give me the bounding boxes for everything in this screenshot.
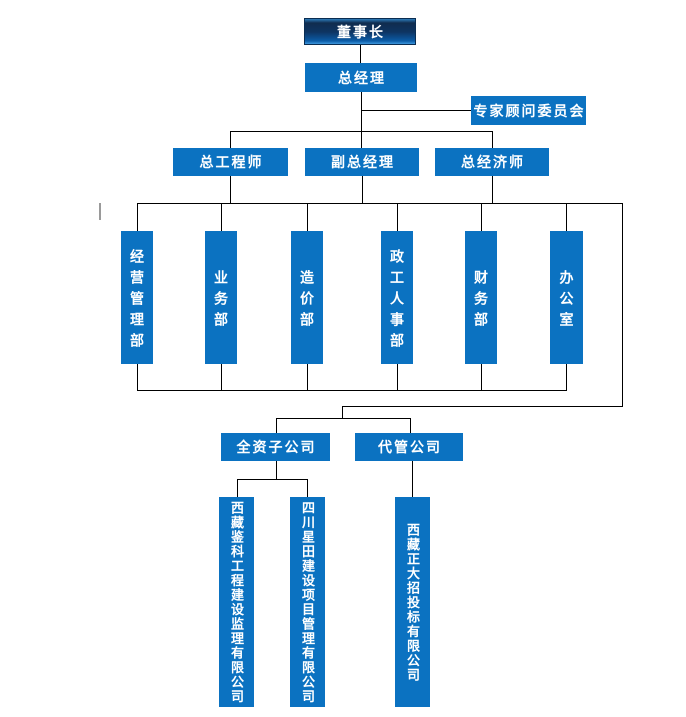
connector-line (276, 461, 277, 479)
org-node-managed-companies-group: 代管公司 (355, 433, 463, 461)
connector-line (361, 110, 471, 111)
group-label: 代管公司 (378, 439, 442, 455)
connector-line (361, 92, 362, 148)
connector-line (342, 406, 343, 418)
group-label: 全资子公司 (236, 439, 317, 455)
general-manager-label: 总经理 (338, 69, 386, 86)
connector-line (137, 390, 567, 391)
connector-line (342, 406, 623, 407)
org-node-dept-business: 业务部 (205, 231, 237, 364)
dept-label: 财务部 (473, 269, 489, 333)
org-node-company-sichuan-xingtian: 四川星田建设项目管理有限公司 (290, 497, 325, 707)
connector-line (360, 45, 361, 63)
connector-line (622, 203, 623, 407)
stray-mark (99, 203, 101, 220)
org-node-dept-operations-management: 经营管理部 (121, 231, 153, 364)
org-node-wholly-owned-subsidiaries-group: 全资子公司 (221, 433, 330, 461)
connector-line (412, 461, 413, 497)
connector-line (230, 131, 231, 148)
connector-line (230, 176, 231, 203)
org-node-chief-engineer: 总工程师 (173, 148, 288, 176)
connector-line (237, 479, 308, 480)
connector-line (307, 203, 308, 231)
org-node-company-tibet-jianke: 西藏鉴科工程建设监理有限公司 (219, 497, 254, 707)
connector-line (566, 364, 567, 390)
connector-line (137, 203, 623, 204)
connector-line (307, 479, 308, 497)
deputy-general-manager-label: 副总经理 (331, 154, 395, 170)
org-node-expert-committee: 专家顾问委员会 (471, 96, 586, 125)
connector-line (362, 176, 363, 203)
chief-economist-label: 总经济师 (461, 154, 525, 170)
expert-committee-label: 专家顾问委员会 (473, 102, 586, 119)
connector-line (410, 418, 411, 433)
connector-line (397, 203, 398, 231)
dept-label: 办公室 (558, 269, 575, 333)
org-node-company-tibet-zhengda: 西藏正大招投标有限公司 (395, 497, 430, 707)
connector-line (566, 203, 567, 231)
org-node-chief-economist: 总经济师 (435, 148, 549, 176)
connector-line (237, 479, 238, 497)
connector-line (221, 203, 222, 231)
dept-label: 政工人事部 (389, 248, 405, 354)
connector-line (276, 418, 411, 419)
connector-line (137, 203, 138, 231)
connector-line (230, 131, 492, 132)
dept-label: 业务部 (213, 269, 229, 333)
company-label: 西藏鉴科工程建设监理有限公司 (229, 501, 244, 705)
connector-line (276, 418, 277, 433)
dept-label: 经营管理部 (129, 248, 145, 354)
connector-line (137, 364, 138, 390)
chairman-label: 董事长 (337, 23, 385, 40)
connector-line (307, 364, 308, 390)
org-node-deputy-general-manager: 副总经理 (305, 148, 419, 176)
connector-line (492, 131, 493, 148)
org-node-dept-office: 办公室 (550, 231, 583, 364)
connector-line (492, 176, 493, 203)
chief-engineer-label: 总工程师 (199, 154, 264, 170)
connector-line (397, 364, 398, 390)
dept-label: 造价部 (299, 269, 315, 333)
org-node-dept-cost-estimation: 造价部 (291, 231, 323, 364)
org-node-general-manager: 总经理 (305, 63, 417, 92)
org-node-dept-political-personnel: 政工人事部 (381, 231, 413, 364)
connector-line (481, 203, 482, 231)
connector-line (221, 364, 222, 390)
company-label: 四川星田建设项目管理有限公司 (300, 501, 315, 705)
org-node-dept-finance: 财务部 (465, 231, 497, 364)
company-label: 西藏正大招投标有限公司 (405, 523, 420, 683)
connector-line (481, 364, 482, 390)
org-node-chairman: 董事长 (304, 18, 416, 45)
